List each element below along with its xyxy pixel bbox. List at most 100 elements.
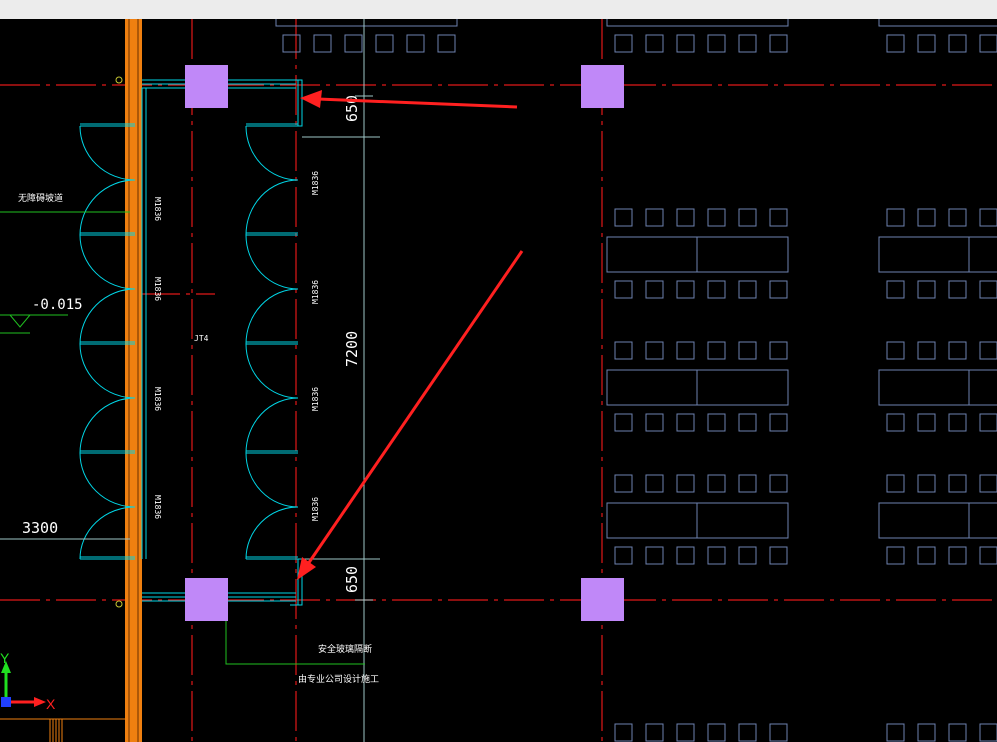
chair-block xyxy=(645,34,664,53)
stair-detail xyxy=(0,718,125,742)
chair-block xyxy=(676,546,695,565)
door-swing-left xyxy=(79,450,136,508)
chair-block xyxy=(886,474,905,493)
chair-block xyxy=(769,546,788,565)
chair-block xyxy=(948,341,967,360)
chair-block xyxy=(676,341,695,360)
door-tag-left-2: M1836 xyxy=(153,277,162,301)
door-swing-left xyxy=(79,506,136,560)
door-tag-right-4: M1836 xyxy=(311,497,320,521)
door-swing-left xyxy=(79,232,136,290)
chair-block xyxy=(676,413,695,432)
chair-block xyxy=(769,280,788,299)
chair-block xyxy=(917,34,936,53)
seating-blocks xyxy=(275,19,997,742)
door-tag-right-2: M1836 xyxy=(311,280,320,304)
door-swing-right xyxy=(245,341,299,399)
chair-block xyxy=(979,341,997,360)
chair-block xyxy=(769,413,788,432)
chair-block xyxy=(707,341,726,360)
chair-block xyxy=(707,546,726,565)
chair-block xyxy=(406,34,425,53)
chair-block xyxy=(769,34,788,53)
column-bottom-right xyxy=(581,578,624,621)
chair-block xyxy=(738,34,757,53)
door-swing-right xyxy=(245,179,299,236)
chair-block xyxy=(917,546,936,565)
dimension-7200: 7200 xyxy=(343,331,361,367)
dimension-lines xyxy=(0,19,380,742)
chair-block xyxy=(676,280,695,299)
chair-block xyxy=(917,413,936,432)
grid-markers xyxy=(115,76,123,608)
chair-block xyxy=(707,413,726,432)
elevation-label: -0.015 xyxy=(32,297,83,313)
chair-block xyxy=(738,546,757,565)
chair-block xyxy=(614,723,633,742)
ramp-label: 无障碍坡道 xyxy=(18,192,63,204)
arrow-top-shaft xyxy=(317,97,518,109)
column-top-right xyxy=(581,65,624,108)
chair-block xyxy=(676,34,695,53)
chair-block xyxy=(614,34,633,53)
chair-block xyxy=(979,723,997,742)
table-block xyxy=(878,236,997,273)
chair-block xyxy=(979,208,997,227)
chair-block xyxy=(437,34,456,53)
exterior-wall xyxy=(125,19,142,742)
ucs-y-label: Y xyxy=(0,650,10,666)
chair-block xyxy=(645,413,664,432)
door-swing-right xyxy=(245,506,299,560)
ucs-icon: Y X xyxy=(0,650,56,712)
viewport-top-bar xyxy=(0,0,997,19)
axis-lines xyxy=(0,19,997,742)
chair-block xyxy=(344,34,363,53)
chair-block xyxy=(707,723,726,742)
annotation-arrows xyxy=(297,90,524,580)
annotations: 无障碍坡道 -0.015 3300 JT4 M1836 M1836 M1836 … xyxy=(18,95,379,685)
room-tag: JT4 xyxy=(194,334,209,343)
chair-block xyxy=(948,723,967,742)
chair-block xyxy=(948,34,967,53)
cad-drawing-canvas[interactable]: 无障碍坡道 -0.015 3300 JT4 M1836 M1836 M1836 … xyxy=(0,19,997,742)
door-swing-left xyxy=(79,341,136,399)
chair-block xyxy=(979,413,997,432)
chair-block xyxy=(886,546,905,565)
chair-block xyxy=(917,474,936,493)
door-tag-left-3: M1836 xyxy=(153,387,162,411)
door-tag-left-4: M1836 xyxy=(153,495,162,519)
chair-block xyxy=(886,341,905,360)
chair-block xyxy=(979,474,997,493)
chair-block xyxy=(313,34,332,53)
chair-block xyxy=(948,413,967,432)
door-swings-right xyxy=(245,123,299,560)
chair-block xyxy=(738,413,757,432)
chair-block xyxy=(948,208,967,227)
chair-block xyxy=(645,280,664,299)
chair-block xyxy=(979,546,997,565)
chair-block xyxy=(676,474,695,493)
chair-block xyxy=(614,474,633,493)
chair-block xyxy=(917,723,936,742)
chair-block xyxy=(614,413,633,432)
arrow-top-head xyxy=(300,90,322,108)
table-block xyxy=(878,502,997,539)
chair-block xyxy=(645,208,664,227)
glass-partition-label: 安全玻璃隔断 xyxy=(318,643,372,655)
chair-block xyxy=(707,208,726,227)
chair-block xyxy=(645,546,664,565)
chair-block xyxy=(917,208,936,227)
chair-block xyxy=(917,341,936,360)
door-tag-left-1: M1836 xyxy=(153,197,162,221)
door-tag-right-1: M1836 xyxy=(311,171,320,195)
chair-block xyxy=(979,280,997,299)
chair-block xyxy=(769,208,788,227)
chair-block xyxy=(886,208,905,227)
column-bottom-left xyxy=(185,578,228,621)
chair-block xyxy=(738,723,757,742)
chair-block xyxy=(375,34,394,53)
column-top-left xyxy=(185,65,228,108)
chair-block xyxy=(614,280,633,299)
contractor-note: 由专业公司设计施工 xyxy=(298,673,379,685)
chair-block xyxy=(645,723,664,742)
